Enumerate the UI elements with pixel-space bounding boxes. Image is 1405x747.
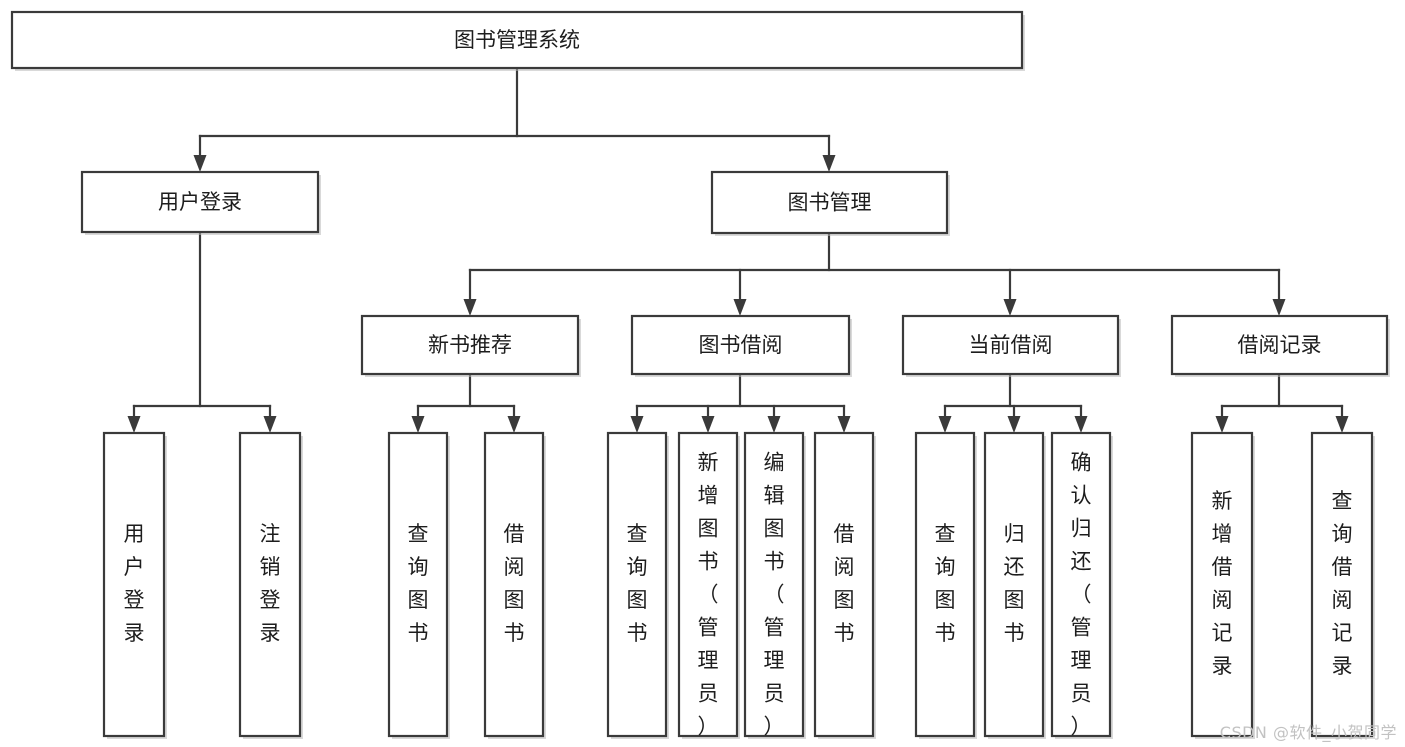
node-label: 归还图书 (1004, 522, 1025, 645)
csdn-watermark: CSDN @软件_小贺同学 (1219, 723, 1397, 742)
node-label: 注销登录 (260, 522, 281, 645)
arrow-head-icon (507, 416, 521, 433)
node-rect[interactable] (710, 170, 949, 235)
node-leaf-add-book[interactable]: 新增图书（管理员） (677, 431, 740, 739)
connector-root-to-level2 (193, 66, 836, 172)
node-label: 新书推荐 (428, 333, 512, 357)
arrow-head-icon (1272, 299, 1286, 316)
arrow-head-icon (1335, 416, 1349, 433)
node-book-borrow[interactable]: 图书借阅 (630, 314, 852, 377)
connector-current-borrow-to-leaves (938, 372, 1088, 433)
node-layer: 图书管理系统用户登录图书管理新书推荐图书借阅当前借阅借阅记录用户登录注销登录查询… (10, 10, 1390, 739)
arrow-head-icon (1003, 299, 1017, 316)
node-leaf-borrow-book-recommend[interactable]: 借阅图书 (483, 431, 546, 739)
node-new-book-recommend[interactable]: 新书推荐 (360, 314, 581, 377)
connector-book-borrow-to-leaves (630, 372, 851, 433)
node-rect[interactable] (983, 431, 1045, 738)
node-leaf-logout[interactable]: 注销登录 (238, 431, 303, 739)
arrow-head-icon (701, 416, 715, 433)
arrow-head-icon (1007, 416, 1021, 433)
node-leaf-confirm-return[interactable]: 确认归还（管理员） (1050, 431, 1113, 739)
node-rect[interactable] (238, 431, 302, 738)
arrow-head-icon (767, 416, 781, 433)
arrow-head-icon (463, 299, 477, 316)
arrow-head-icon (263, 416, 277, 433)
node-label: 编辑图书（管理员） (764, 451, 785, 739)
arrow-head-icon (127, 416, 141, 433)
node-rect[interactable] (1190, 431, 1254, 738)
node-label: 确认归还（管理员） (1071, 451, 1092, 739)
arrow-head-icon (837, 416, 851, 433)
arrow-head-icon (822, 155, 836, 172)
arrow-head-icon (938, 416, 952, 433)
node-rect[interactable] (1310, 431, 1374, 738)
node-label: 新增图书（管理员） (698, 451, 719, 739)
arrow-head-icon (193, 155, 207, 172)
node-book-manage[interactable]: 图书管理 (710, 170, 950, 236)
node-rect[interactable] (677, 431, 739, 738)
arrow-head-icon (1074, 416, 1088, 433)
node-leaf-query-book-borrow[interactable]: 查询图书 (606, 431, 669, 739)
node-rect[interactable] (1050, 431, 1112, 738)
node-user-login[interactable]: 用户登录 (80, 170, 321, 235)
node-rect[interactable] (606, 431, 668, 738)
arrow-head-icon (1215, 416, 1229, 433)
node-rect[interactable] (80, 170, 320, 234)
node-label: 用户登录 (124, 522, 145, 645)
node-rect[interactable] (901, 314, 1120, 376)
node-label: 查询图书 (935, 522, 956, 645)
node-rect[interactable] (102, 431, 166, 738)
node-leaf-user-login[interactable]: 用户登录 (102, 431, 167, 739)
node-label: 查询图书 (408, 522, 429, 645)
node-leaf-query-borrow-record[interactable]: 查询借阅记录 (1310, 431, 1375, 739)
node-label: 借阅图书 (504, 522, 525, 645)
node-rect[interactable] (360, 314, 580, 376)
arrow-head-icon (733, 299, 747, 316)
node-root[interactable]: 图书管理系统 (10, 10, 1025, 71)
node-borrow-record[interactable]: 借阅记录 (1170, 314, 1390, 377)
node-label: 查询图书 (627, 522, 648, 645)
arrow-head-icon (630, 416, 644, 433)
node-label: 图书管理 (788, 191, 872, 215)
node-label: 当前借阅 (969, 333, 1053, 357)
node-leaf-query-book-recommend[interactable]: 查询图书 (387, 431, 450, 739)
node-leaf-return-book[interactable]: 归还图书 (983, 431, 1046, 739)
connector-layer (127, 66, 1349, 433)
node-leaf-add-borrow-record[interactable]: 新增借阅记录 (1190, 431, 1255, 739)
node-label: 图书管理系统 (454, 28, 580, 52)
connector-user-login-to-leaves (127, 230, 277, 433)
node-current-borrow[interactable]: 当前借阅 (901, 314, 1121, 377)
node-leaf-borrow-book[interactable]: 借阅图书 (813, 431, 876, 739)
node-label: 图书借阅 (699, 333, 783, 357)
connector-new-book-recommend-to-leaves (411, 372, 521, 433)
node-label: 借阅图书 (834, 522, 855, 645)
node-rect[interactable] (630, 314, 851, 376)
node-label: 用户登录 (158, 190, 242, 214)
connector-book-manage-to-level3 (463, 231, 1286, 316)
arrow-head-icon (411, 416, 425, 433)
node-rect[interactable] (387, 431, 449, 738)
connector-borrow-record-to-leaves (1215, 372, 1349, 433)
node-rect[interactable] (813, 431, 875, 738)
node-label: 借阅记录 (1238, 333, 1322, 357)
node-label: 查询借阅记录 (1332, 489, 1353, 678)
node-rect[interactable] (10, 10, 1024, 70)
node-leaf-query-book-current[interactable]: 查询图书 (914, 431, 977, 739)
node-rect[interactable] (743, 431, 805, 738)
node-rect[interactable] (914, 431, 976, 738)
node-leaf-edit-book[interactable]: 编辑图书（管理员） (743, 431, 806, 739)
node-rect[interactable] (1170, 314, 1389, 376)
node-label: 新增借阅记录 (1212, 489, 1233, 678)
node-rect[interactable] (483, 431, 545, 738)
